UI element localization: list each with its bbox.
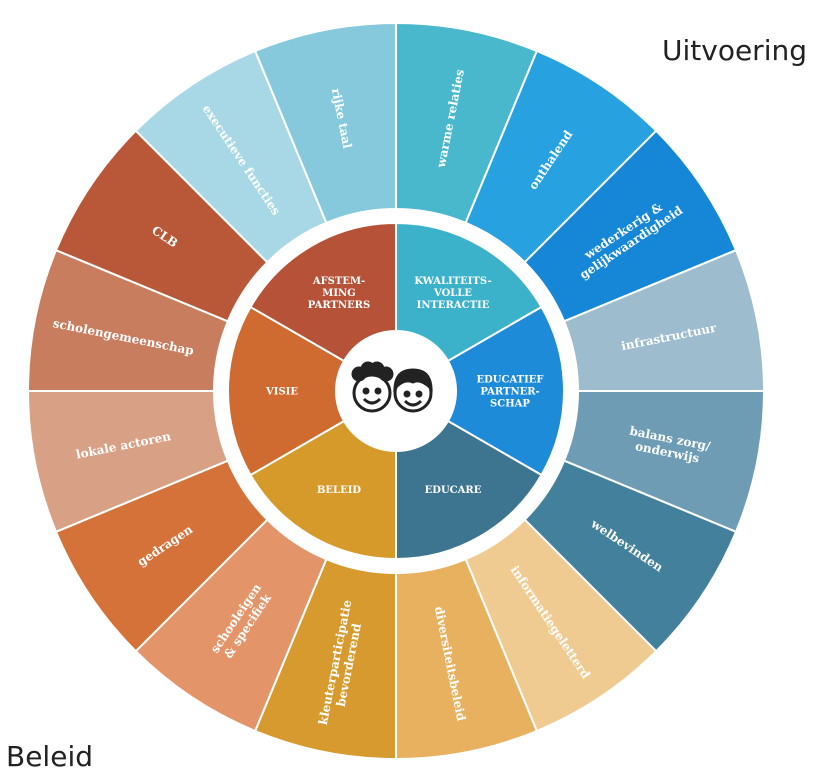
inner-ring: KWALITEITS-VOLLEINTERACTIEEDUCATIEFPARTN… (227, 221, 565, 561)
segment-kwaliteitsvolle-interactie (395, 221, 543, 363)
segment-beleid (249, 419, 397, 561)
label-line: VOLLE (433, 288, 472, 299)
child-face-left-icon (351, 361, 394, 413)
label-line: EDUCATIEF (476, 375, 543, 386)
label-educare: EDUCARE (425, 485, 482, 496)
label-line: PARTNER- (480, 387, 539, 398)
child-face-right-icon (393, 368, 433, 413)
two-children-faces-icon (343, 338, 449, 444)
label-beleid: BELEID (317, 485, 361, 496)
segment-visie (227, 305, 346, 477)
segment-afstemming-partners (249, 221, 397, 363)
label-line: EDUCARE (425, 485, 482, 496)
label-line: SCHAP (490, 399, 530, 410)
label-line: PARTNERS (308, 300, 370, 311)
segment-rijke-taal (253, 21, 397, 225)
label-line: VISIE (265, 387, 298, 398)
label-line: AFSTEM- (312, 276, 365, 287)
label-line: MING (322, 288, 355, 299)
label-line: INTERACTIE (417, 300, 490, 311)
label-line: KWALITEITS- (414, 276, 491, 287)
uitvoering-label: Uitvoering (662, 34, 807, 67)
label-line: BELEID (317, 485, 361, 496)
segment-educare (395, 419, 543, 561)
segment-educatief-partnerschap (446, 305, 565, 477)
label-visie: VISIE (265, 387, 298, 398)
beleid-label: Beleid (6, 740, 93, 773)
